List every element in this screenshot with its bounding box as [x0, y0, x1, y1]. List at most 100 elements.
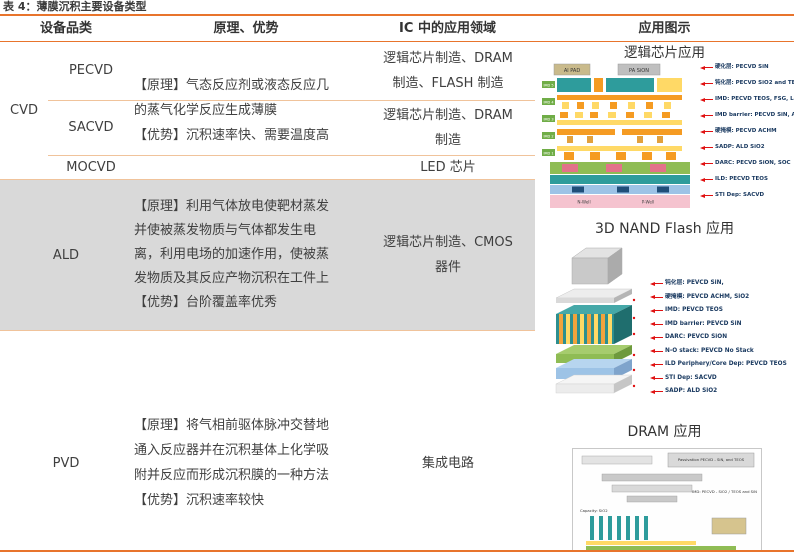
subcategory-pecvd: PECVD [68, 63, 114, 78]
legend-label: 硬化层: PECVD SiN [715, 64, 769, 70]
logic-legend: 硬化层: PECVD SiN 钝化层: PECVD SiO2 and TEOS … [700, 64, 794, 208]
red-leader-line [705, 195, 713, 196]
red-leader-line [655, 283, 663, 284]
legend-item: STI Dep: SACVD [700, 192, 794, 199]
legend-label: N-O stack: PEVCD No Stack [665, 347, 754, 354]
red-leader-line [705, 83, 713, 84]
red-leader-line [705, 163, 713, 164]
legend-item: DARC: PEVCD SiON [650, 334, 794, 341]
category-cvd: CVD [10, 103, 38, 118]
legend-item: 钝化层: PECVD SiO2 and TEOS [700, 80, 794, 87]
row-separator-ald [0, 330, 535, 331]
imd5-label: IMD 5 [543, 84, 553, 88]
red-leader-line [705, 179, 713, 180]
legend-label: SADP: ALD SiO2 [715, 144, 765, 150]
subcategory-mocvd: MOCVD [66, 160, 116, 175]
red-arrow-icon [650, 322, 655, 326]
imd1-label: IMD 1 [543, 152, 553, 156]
row-separator-mocvd [0, 179, 535, 180]
legend-item: IMD barrier: PEVCD SiN [650, 321, 794, 328]
category-pvd: PVD [52, 455, 80, 471]
red-arrow-icon [700, 145, 705, 150]
dram-diagram-title: DRAM 应用 [627, 424, 702, 440]
red-leader-line [705, 67, 713, 68]
dram-capacity-label: Capacity: SiO2 [580, 508, 608, 513]
red-leader-line [705, 115, 713, 116]
nand-legend: 钝化层: PEVCD SiN, 硬掩模: PEVCD ACHM, SiO2 IM… [650, 280, 794, 402]
red-arrow-icon [700, 65, 705, 70]
imd2-label: IMD 2 [543, 135, 553, 139]
legend-label: 硬掩模: PEVCD ACHM, SiO2 [665, 293, 750, 300]
dram-passivation-label: Passivation PECVD - SiN, and TEOS [678, 457, 745, 462]
red-leader-line [655, 310, 663, 311]
red-arrow-icon [700, 81, 705, 86]
table-caption: 表 4：薄膜沉积主要设备类型 [3, 0, 147, 13]
legend-label: IMD: PECVD TEOS, FSG, LoK L [715, 96, 794, 102]
legend-label: 硬掩模: PECVD ACHM [715, 128, 777, 134]
principle-pvd: 【原理】将气相前驱体脉冲交替地通入反应器并在沉积基体上化学吸附并反应而形成沉积膜… [134, 418, 330, 508]
legend-label: STI Dep: SACVD [715, 192, 765, 198]
al-pad-label: Al PAD [564, 68, 581, 74]
legend-item: ILD Periphery/Core Dep: PEVCD TEOS [650, 361, 794, 368]
red-arrow-icon [700, 113, 705, 118]
legend-item: N-O stack: PEVCD No Stack [650, 348, 794, 355]
red-leader-line [655, 350, 663, 352]
logic-chip-diagram: Al PAD PA SiON IMD 5 IMD 4 IMD 3 IMD 2 I… [542, 63, 690, 208]
legend-label: ILD Periphery/Core Dep: PEVCD TEOS [665, 361, 787, 367]
pa-sion-label: PA SiON [629, 68, 649, 74]
red-arrow-icon [650, 349, 655, 353]
col-header-category: 设备品类 [39, 21, 92, 36]
red-arrow-icon [650, 335, 655, 340]
legend-item: IMD: PECVD TEOS, FSG, LoK L [700, 96, 794, 103]
red-leader-line [655, 337, 663, 338]
table-top-border [0, 14, 794, 16]
red-leader-line [655, 364, 663, 365]
col-header-application: IC 中的应用领域 [399, 21, 496, 36]
category-ald: ALD [52, 247, 80, 263]
legend-label: ILD: PECVD TEOS [715, 176, 768, 182]
red-arrow-icon [700, 129, 705, 134]
row-separator-sacvd [48, 155, 535, 156]
principle-ald: 【原理】利用气体放电使靶材蒸发并使被蒸发物质与气体都发生电离，利用电场的加速作用… [134, 199, 330, 310]
legend-item: IMD barrier: PECVD SiN, ADC L [700, 112, 794, 119]
application-ald: 逻辑芯片制造、CMOS 器件 [383, 235, 513, 275]
application-mocvd: LED 芯片 [420, 160, 476, 175]
imd3-label: IMD 3 [543, 118, 553, 122]
red-arrow-icon [700, 193, 705, 198]
col-header-diagram: 应用图示 [638, 21, 691, 36]
legend-label: IMD barrier: PECVD SiN, ADC L [715, 112, 794, 118]
red-leader-line [655, 391, 663, 392]
legend-item: 钝化层: PEVCD SiN, [650, 280, 794, 287]
p-well-label: P-Well [642, 200, 655, 205]
red-arrow-icon [650, 281, 655, 286]
row-separator-pecvd [48, 100, 535, 101]
legend-label: STI Dep: SACVD [665, 374, 717, 381]
red-arrow-icon [700, 177, 705, 182]
red-leader-line [655, 296, 663, 298]
red-leader-line [655, 323, 663, 325]
red-arrow-icon [650, 362, 655, 367]
col-header-principle: 原理、优势 [213, 21, 279, 36]
legend-item: 硬化层: PECVD SiN [700, 64, 794, 71]
legend-label: IMD: PEVCD TEOS [665, 307, 723, 313]
red-arrow-icon [700, 97, 705, 102]
legend-item: ILD: PECVD TEOS [700, 176, 794, 183]
legend-label: DARC: PEVCD SiON [665, 334, 728, 340]
red-leader-line [705, 147, 713, 148]
principle-cvd: 【原理】气态反应剂或液态反应几的蒸气化学反应生成薄膜 【优势】沉积速率快、需要温… [134, 78, 330, 143]
legend-item: 硬掩模: PECVD ACHM [700, 128, 794, 135]
red-leader-line [705, 99, 713, 100]
dram-diagram: Passivation PECVD - SiN, and TEOS IMD: P… [572, 448, 762, 552]
red-leader-line [705, 131, 713, 132]
legend-item: SADP: ALD SiO2 [650, 388, 794, 395]
header-underline [0, 41, 794, 42]
legend-item: IMD: PEVCD TEOS [650, 307, 794, 314]
legend-label: 钝化层: PEVCD SiN, [665, 280, 724, 286]
red-arrow-icon [650, 308, 655, 313]
red-arrow-icon [650, 295, 655, 299]
legend-item: SADP: ALD SiO2 [700, 144, 794, 151]
application-sacvd: 逻辑芯片制造、DRAM 制造 [383, 107, 513, 148]
ald-row-background [0, 180, 535, 330]
application-pvd: 集成电路 [421, 455, 474, 471]
